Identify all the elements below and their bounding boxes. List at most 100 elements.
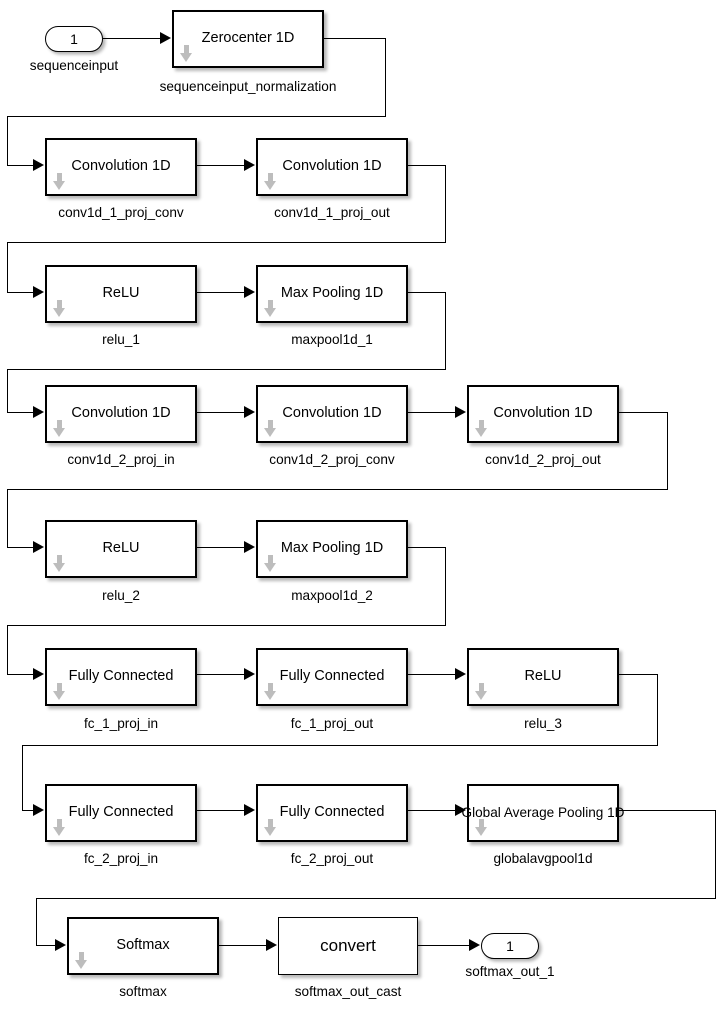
block-fc-1-proj-out[interactable]: Fully Connected [256, 648, 408, 706]
wire-r5-in [7, 547, 33, 549]
down-arrow-glyph-icon [53, 683, 66, 700]
block-softmax[interactable]: Softmax [67, 917, 219, 975]
block-relu-1[interactable]: ReLU [45, 265, 197, 323]
block-title: Convolution 1D [282, 158, 382, 175]
arrowhead-r4c2-in [244, 406, 255, 418]
down-arrow-glyph-icon [53, 420, 66, 437]
arrowhead-r3c2-in [244, 286, 255, 298]
wire-r3-to-r4 [7, 369, 446, 371]
wire-r2-out [408, 165, 446, 167]
wire-r2-down [445, 165, 447, 243]
wire-r3-in [7, 292, 33, 294]
caption-relu-3: relu_3 [524, 716, 562, 731]
wire-r1-down [385, 38, 387, 117]
arrowhead-r8c1-in [55, 939, 66, 951]
arrowhead-r7c1-in [33, 804, 44, 816]
caption-fc-2-proj-out: fc_2_proj_out [290, 851, 374, 866]
down-arrow-glyph-icon [264, 683, 277, 700]
caption-fc-1-proj-out: fc_1_proj_out [290, 716, 374, 731]
block-title: Zerocenter 1D [201, 30, 295, 47]
down-arrow-glyph-icon [264, 300, 277, 317]
wire-r6-up [7, 625, 9, 675]
block-title: ReLU [524, 668, 562, 685]
block-conv1d-2-proj-conv[interactable]: Convolution 1D [256, 385, 408, 443]
block-fc-1-proj-in[interactable]: Fully Connected [45, 648, 197, 706]
arrowhead-r6c2-in [244, 668, 255, 680]
caption-fc-2-proj-in: fc_2_proj_in [83, 851, 159, 866]
block-fc-2-proj-out[interactable]: Fully Connected [256, 784, 408, 842]
wire-r5-up [7, 489, 9, 548]
block-relu-3[interactable]: ReLU [467, 648, 619, 706]
wire-r4-up [7, 369, 9, 412]
caption-conv1d-1-proj-out: conv1d_1_proj_out [274, 205, 390, 220]
arrowhead-r5c2-in [244, 541, 255, 553]
block-fc-2-proj-in[interactable]: Fully Connected [45, 784, 197, 842]
block-title: Fully Connected [279, 804, 385, 821]
arrowhead-r2c2-in [244, 159, 255, 171]
wire-r8-up [36, 898, 38, 946]
input-port-sequenceinput[interactable]: 1 [45, 26, 103, 52]
block-title: Convolution 1D [493, 405, 593, 422]
block-title: Fully Connected [279, 668, 385, 685]
wire-r3c1-to-r3c2 [197, 292, 244, 294]
caption-softmax: softmax [119, 984, 167, 999]
block-title: Convolution 1D [71, 405, 171, 422]
down-arrow-glyph-icon [475, 420, 488, 437]
block-conv1d-2-proj-out[interactable]: Convolution 1D [467, 385, 619, 443]
block-maxpool1d-1[interactable]: Max Pooling 1D [256, 265, 408, 323]
block-title: Max Pooling 1D [280, 285, 384, 302]
caption-conv1d-2-proj-in: conv1d_2_proj_in [67, 452, 175, 467]
down-arrow-glyph-icon [475, 683, 488, 700]
caption-globalavgpool1d: globalavgpool1d [493, 851, 593, 866]
caption-relu-1: relu_1 [102, 332, 140, 347]
block-title: Convolution 1D [282, 405, 382, 422]
block-relu-2[interactable]: ReLU [45, 520, 197, 578]
caption-relu-2: relu_2 [102, 588, 140, 603]
block-conv1d-1-proj-out[interactable]: Convolution 1D [256, 138, 408, 196]
wire-r7-out [619, 810, 716, 812]
caption-conv1d-2-proj-conv: conv1d_2_proj_conv [269, 452, 395, 467]
down-arrow-glyph-icon [75, 952, 88, 969]
caption-conv1d-1-proj-conv: conv1d_1_proj_conv [58, 205, 184, 220]
wire-r2-up [7, 116, 9, 166]
caption-softmax-out-cast: softmax_out_cast [294, 984, 402, 999]
output-port-softmax-out-1[interactable]: 1 [481, 933, 539, 959]
wire-r4-to-r5 [7, 489, 668, 491]
wire-r3-down [445, 292, 447, 370]
arrowhead-r5c1-in [33, 541, 44, 553]
block-globalavgpool1d[interactable]: Global Average Pooling 1D [462, 784, 625, 842]
down-arrow-glyph-icon [264, 420, 277, 437]
wire-r6c2-to-r6c3 [408, 674, 455, 676]
wire-r4-out [619, 412, 668, 414]
caption-fc-1-proj-in: fc_1_proj_in [83, 716, 159, 731]
wire-r5-out [408, 547, 446, 549]
caption-conv1d-2-proj-out: conv1d_2_proj_out [485, 452, 601, 467]
wire-r2c1-to-r2c2 [197, 165, 244, 167]
arrowhead-r7c2-in [244, 804, 255, 816]
wire-input-to-zerocenter [103, 38, 160, 40]
block-conv1d-2-proj-in[interactable]: Convolution 1D [45, 385, 197, 443]
arrowhead-convert-in [266, 939, 277, 951]
block-title: Fully Connected [68, 804, 174, 821]
block-softmax-out-cast[interactable]: convert [278, 917, 418, 975]
arrowhead-r2c1-in [33, 159, 44, 171]
wire-r6c1-to-r6c2 [197, 674, 244, 676]
down-arrow-glyph-icon [264, 819, 277, 836]
wire-r7-to-r8 [36, 898, 716, 900]
wire-r7c1-to-r7c2 [197, 810, 244, 812]
wire-softmax-to-convert [219, 945, 266, 947]
caption-sequenceinput: sequenceinput [29, 58, 119, 73]
block-title: Softmax [116, 937, 170, 954]
output-port-number: 1 [506, 938, 514, 954]
block-title: Convolution 1D [71, 158, 171, 175]
wire-r4c1-to-r4c2 [197, 412, 244, 414]
block-maxpool1d-2[interactable]: Max Pooling 1D [256, 520, 408, 578]
block-title: Max Pooling 1D [280, 540, 384, 557]
block-conv1d-1-proj-conv[interactable]: Convolution 1D [45, 138, 197, 196]
block-sequenceinput-normalization[interactable]: Zerocenter 1D [172, 10, 324, 68]
arrowhead-output-port-in [469, 939, 480, 951]
caption-maxpool1d-1: maxpool1d_1 [291, 332, 373, 347]
caption-softmax-out-1: softmax_out_1 [465, 964, 555, 979]
wire-r4-down [667, 412, 669, 490]
